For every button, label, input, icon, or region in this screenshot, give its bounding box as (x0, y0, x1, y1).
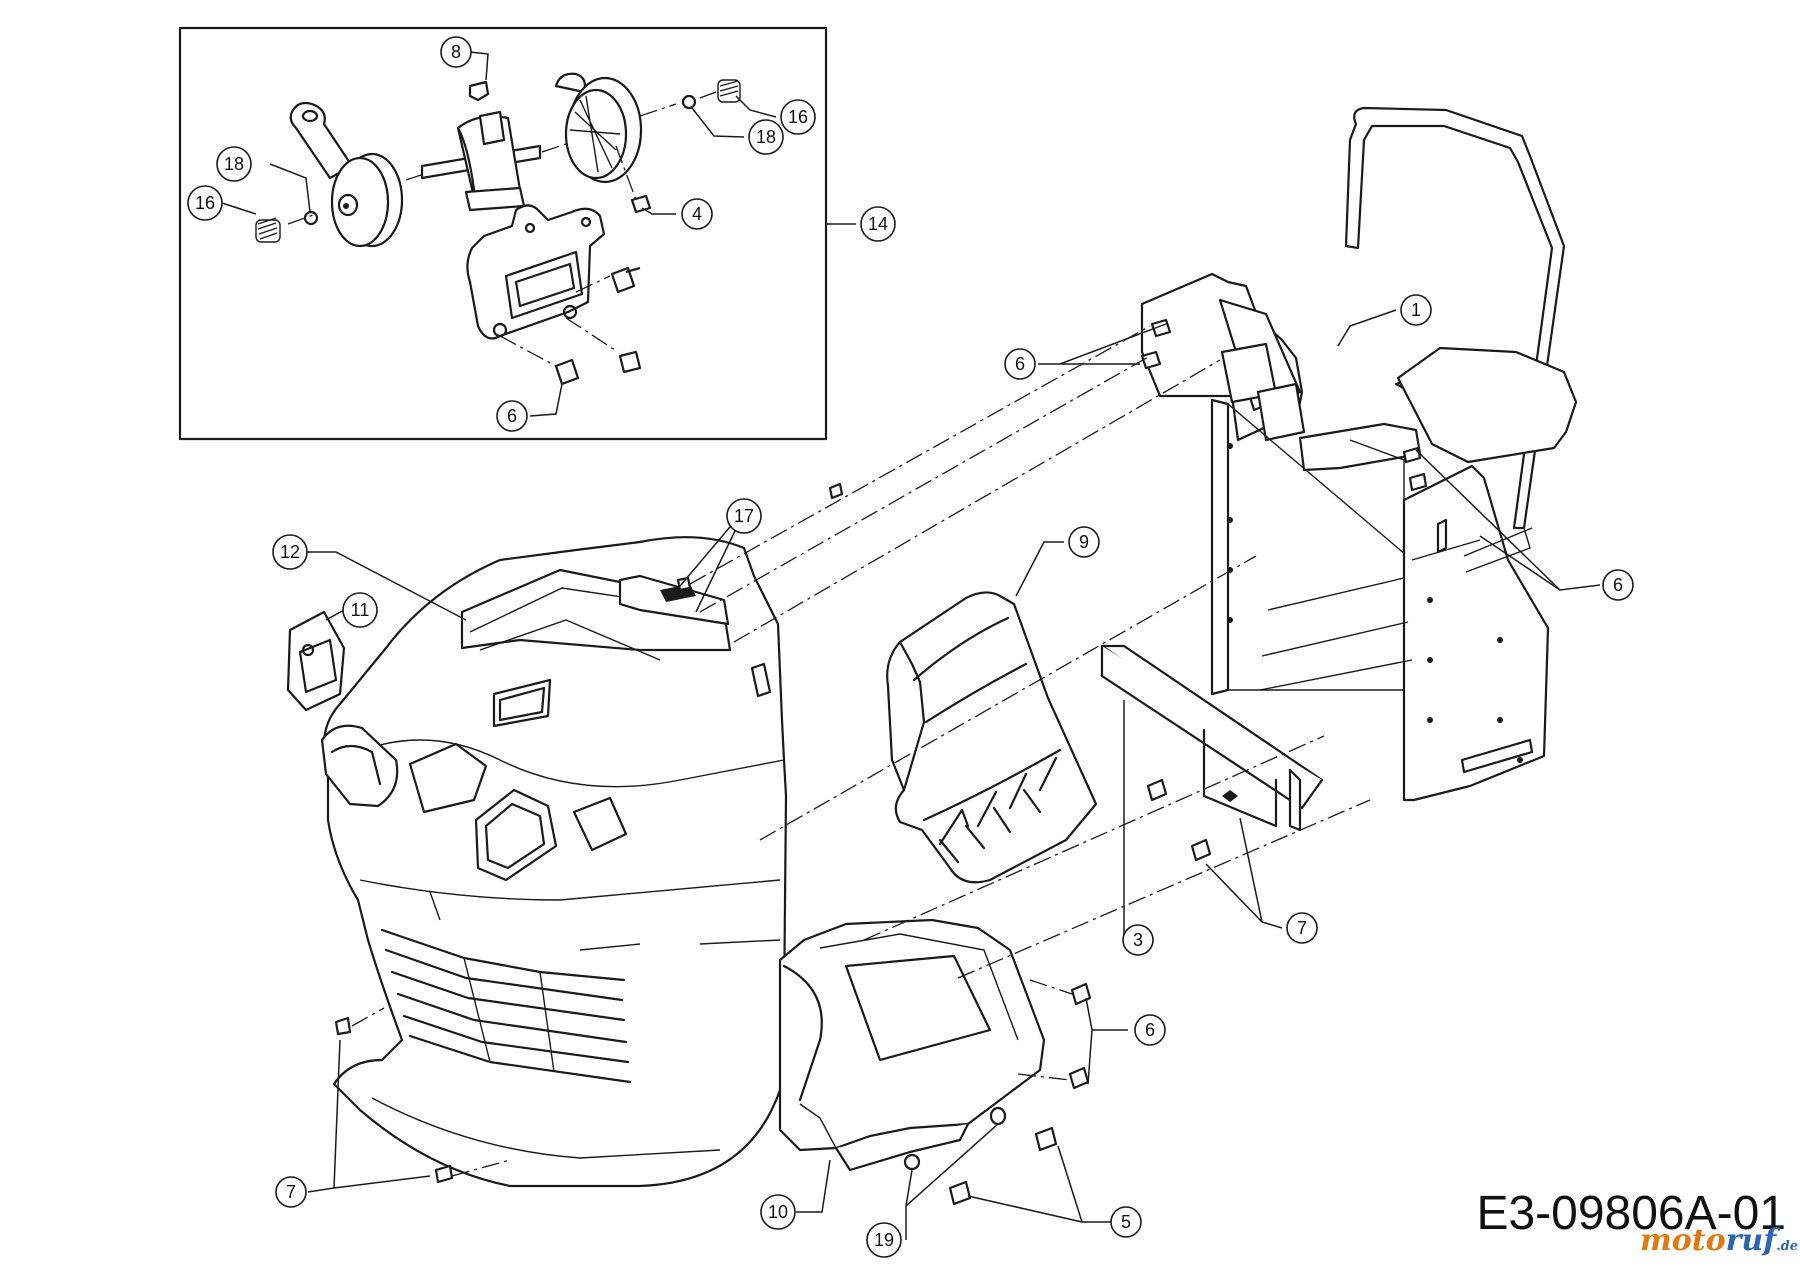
callout-14: 14 (860, 206, 896, 242)
callout-17: 17 (726, 498, 762, 534)
leader-lines (300, 309, 1601, 1240)
panel-part-10 (778, 918, 1046, 1172)
panel-part-9 (886, 591, 1098, 884)
watermark-part1: moto (1640, 1223, 1726, 1258)
svg-text:9: 9 (1079, 532, 1089, 552)
hood-part-12 (322, 536, 788, 1188)
svg-text:3: 3 (1133, 930, 1143, 950)
callout-6-bottom: 6 (1134, 1014, 1166, 1046)
svg-text:4: 4 (692, 204, 702, 224)
callout-10: 10 (760, 1194, 796, 1230)
svg-text:8: 8 (451, 42, 461, 62)
svg-text:19: 19 (874, 1230, 894, 1250)
screw-4 (630, 194, 652, 214)
left-lever-part (289, 101, 404, 248)
plate-part-3 (1100, 644, 1324, 832)
callout-18-left: 18 (216, 146, 252, 182)
loose-fasteners (334, 482, 1212, 1206)
callout-11: 11 (342, 592, 378, 628)
callout-1: 1 (1400, 294, 1432, 326)
svg-text:14: 14 (868, 214, 888, 234)
svg-text:7: 7 (1297, 918, 1307, 938)
svg-text:18: 18 (224, 154, 244, 174)
callout-16-right: 16 (780, 99, 816, 135)
svg-text:12: 12 (280, 542, 300, 562)
right-washer-18 (681, 94, 697, 110)
assembly-lines (351, 323, 1371, 1177)
svg-text:6: 6 (1613, 575, 1623, 595)
callout-3: 3 (1122, 924, 1154, 956)
inset-assembly-14 (178, 26, 856, 441)
mounting-bracket (466, 204, 606, 340)
svg-text:11: 11 (351, 600, 370, 620)
svg-text:1: 1 (1411, 300, 1421, 320)
svg-text:16: 16 (788, 107, 808, 127)
callout-7-right: 7 (1286, 912, 1318, 944)
svg-text:10: 10 (768, 1202, 788, 1222)
left-spring-16 (255, 217, 281, 243)
callout-9: 9 (1068, 526, 1100, 558)
svg-text:17: 17 (734, 506, 754, 526)
callout-4: 4 (681, 198, 713, 230)
svg-text:16: 16 (195, 193, 215, 213)
callout-5: 5 (1110, 1206, 1142, 1238)
callout-6-inset: 6 (496, 400, 528, 432)
svg-text:6: 6 (1145, 1020, 1155, 1040)
callout-7-left: 7 (275, 1176, 307, 1208)
left-washer-18 (303, 210, 319, 226)
callout-19: 19 (866, 1222, 902, 1258)
watermark-part2: ruf (1725, 1223, 1777, 1258)
frame-part-1 (1140, 106, 1578, 802)
right-wheel-part (554, 72, 643, 184)
svg-text:7: 7 (286, 1182, 296, 1202)
switch-part-11 (286, 610, 399, 808)
center-hub-part (420, 110, 542, 212)
svg-text:6: 6 (1015, 354, 1025, 374)
callout-16-left: 16 (187, 185, 223, 221)
callout-18-right: 18 (748, 119, 784, 155)
svg-text:6: 6 (507, 406, 517, 426)
right-spring-16 (717, 79, 741, 103)
hood-grill (380, 928, 632, 1084)
callout-6-top: 6 (1004, 348, 1036, 380)
callout-6-right: 6 (1602, 569, 1634, 601)
drawing-code: E3-09806A-01 (1476, 1187, 1786, 1240)
inset-frame (178, 26, 828, 441)
watermark-logo: motoruf.de (1640, 1226, 1798, 1256)
svg-text:18: 18 (756, 127, 776, 147)
svg-text:5: 5 (1121, 1212, 1131, 1232)
callout-12: 12 (272, 534, 308, 570)
clip-8 (468, 80, 490, 102)
callout-8: 8 (440, 36, 472, 68)
watermark-suffix: .de (1776, 1239, 1799, 1254)
bracket-bolts (554, 266, 642, 386)
